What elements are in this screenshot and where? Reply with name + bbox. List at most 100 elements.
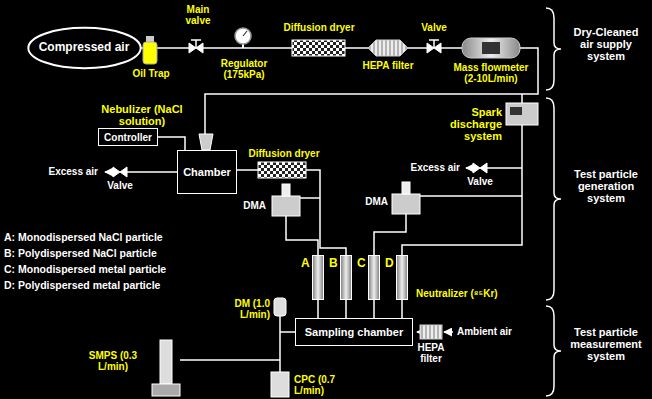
air-pipe	[286, 216, 318, 255]
valve-symbol	[429, 40, 439, 48]
cpc-unit	[271, 372, 289, 397]
air-pipe	[466, 167, 473, 169]
dma-unit	[402, 182, 410, 194]
legend-note: A: Monodispersed NaCl particle	[4, 232, 214, 244]
legend-note: B: Polydispersed NaCl particle	[4, 248, 214, 260]
air-pipe	[402, 125, 522, 255]
instrument-label: SMPS (0.3 L/min)	[78, 350, 148, 372]
mass-flowmeter-symbol	[482, 42, 500, 54]
system-name: Test particle measurement system	[568, 326, 644, 362]
column-letter: B	[329, 257, 338, 270]
valve-label: Valve	[462, 176, 498, 187]
air-pipe	[105, 171, 113, 173]
ambient-air-label: Ambient air	[457, 326, 537, 337]
smps-unit	[152, 340, 180, 396]
spark-discharge-unit	[510, 107, 522, 115]
oval-outline	[28, 28, 140, 68]
air-pipe	[374, 214, 406, 255]
hepa-filter-symbol	[368, 40, 408, 56]
valve-label: Main valve	[176, 4, 220, 26]
air-pipe	[127, 171, 178, 173]
spark-discharge-unit	[506, 103, 538, 125]
air-pipe	[521, 94, 523, 103]
neutralizer-label: Neutralizer (⁸⁵Kr)	[416, 288, 536, 299]
valve-label: Valve	[414, 22, 454, 33]
oil-trap-symbol	[146, 36, 154, 42]
dma-unit	[272, 182, 420, 216]
node-text: Compressed air	[39, 41, 130, 54]
spark-discharge-unit	[506, 103, 538, 125]
dma-unit	[282, 184, 290, 196]
neutralizer-column: D	[396, 255, 408, 300]
system-bracket	[546, 8, 561, 90]
spark-system-label: Spark discharge system	[420, 106, 502, 142]
node-text: Chamber	[183, 166, 231, 178]
air-pipe	[203, 47, 292, 49]
pipe-connector	[373, 300, 375, 318]
dm-unit	[274, 298, 286, 316]
system-name: Dry-Cleaned air supply system	[570, 26, 642, 62]
oil-trap-symbol	[143, 36, 157, 64]
pipe-connector	[401, 300, 403, 318]
nebulizer-label: Nebulizer (NaCl solution)	[100, 103, 184, 127]
smps-unit	[152, 384, 180, 396]
legend-note: C: Monodispersed metal particle	[4, 264, 214, 276]
nebulizer-symbol	[199, 134, 213, 150]
legend-note: D: Polydispersed metal particle	[4, 280, 214, 292]
diffusion-dryer-symbol	[292, 40, 345, 56]
pipe-connector	[158, 137, 185, 150]
flowmeter-label: Mass flowmeter (2-10L/min)	[448, 62, 534, 84]
node-text: Controller	[104, 132, 152, 143]
air-pipe	[444, 331, 453, 333]
oil-trap-symbol	[143, 42, 157, 64]
regulator-gauge	[235, 28, 251, 44]
mass-flowmeter-symbol	[462, 38, 520, 58]
valve-symbol	[113, 167, 127, 177]
regulator-gauge	[243, 31, 247, 36]
cpc-unit	[271, 372, 289, 397]
air-pipe	[345, 47, 368, 49]
node-text: Sampling chamber	[305, 326, 403, 338]
air-pipe	[105, 48, 538, 372]
chamber-box: Chamber	[177, 150, 237, 194]
air-pipe	[236, 169, 258, 171]
regulator-gauge	[235, 28, 251, 48]
controller-box: Controller	[98, 128, 158, 146]
column-letter: C	[357, 257, 366, 270]
valve-symbol	[473, 163, 487, 173]
air-pipe	[300, 197, 320, 199]
excess-air-label: Excess air	[398, 162, 460, 173]
hepa-filter-label: HEPA filter	[408, 342, 454, 364]
neutralizer-column: B	[340, 255, 352, 300]
instrument-label: DM (1.0 L/min)	[212, 298, 270, 320]
diffusion-dryer-symbol	[258, 162, 306, 178]
air-pipe	[157, 47, 189, 49]
neutralizer-column: A	[312, 255, 324, 300]
air-pipe	[306, 170, 346, 255]
air-source-oval: Compressed air	[26, 26, 143, 70]
air-pipe	[487, 167, 522, 169]
system-bracket	[546, 98, 561, 300]
dryer-label: Diffusion dryer	[244, 148, 324, 159]
valve-label: Valve	[102, 180, 138, 191]
hepa-filter-label: HEPA filter	[358, 60, 418, 71]
instrument-label: CPC (0.7 L/min)	[294, 374, 356, 396]
dm-unit	[274, 298, 286, 316]
excess-air-label: Excess air	[36, 166, 98, 177]
sampling-chamber-box: Sampling chamber	[295, 318, 413, 346]
hepa-filter-symbol	[420, 325, 442, 339]
system-bracket	[546, 306, 561, 396]
smps-unit	[160, 340, 172, 384]
air-pipe	[280, 331, 295, 333]
air-pipe	[279, 316, 281, 372]
valve-symbol	[191, 40, 201, 48]
mass-flowmeter-symbol	[462, 38, 520, 58]
pipe-connector	[317, 300, 319, 318]
dma-label: DMA	[354, 196, 388, 207]
air-pipe	[408, 47, 427, 49]
system-name: Test particle generation system	[570, 168, 642, 204]
system-bracket	[546, 8, 561, 396]
oil-trap-label: Oil Trap	[124, 68, 178, 79]
pipe-connector	[345, 300, 347, 318]
nebulizer-symbol	[199, 134, 213, 150]
